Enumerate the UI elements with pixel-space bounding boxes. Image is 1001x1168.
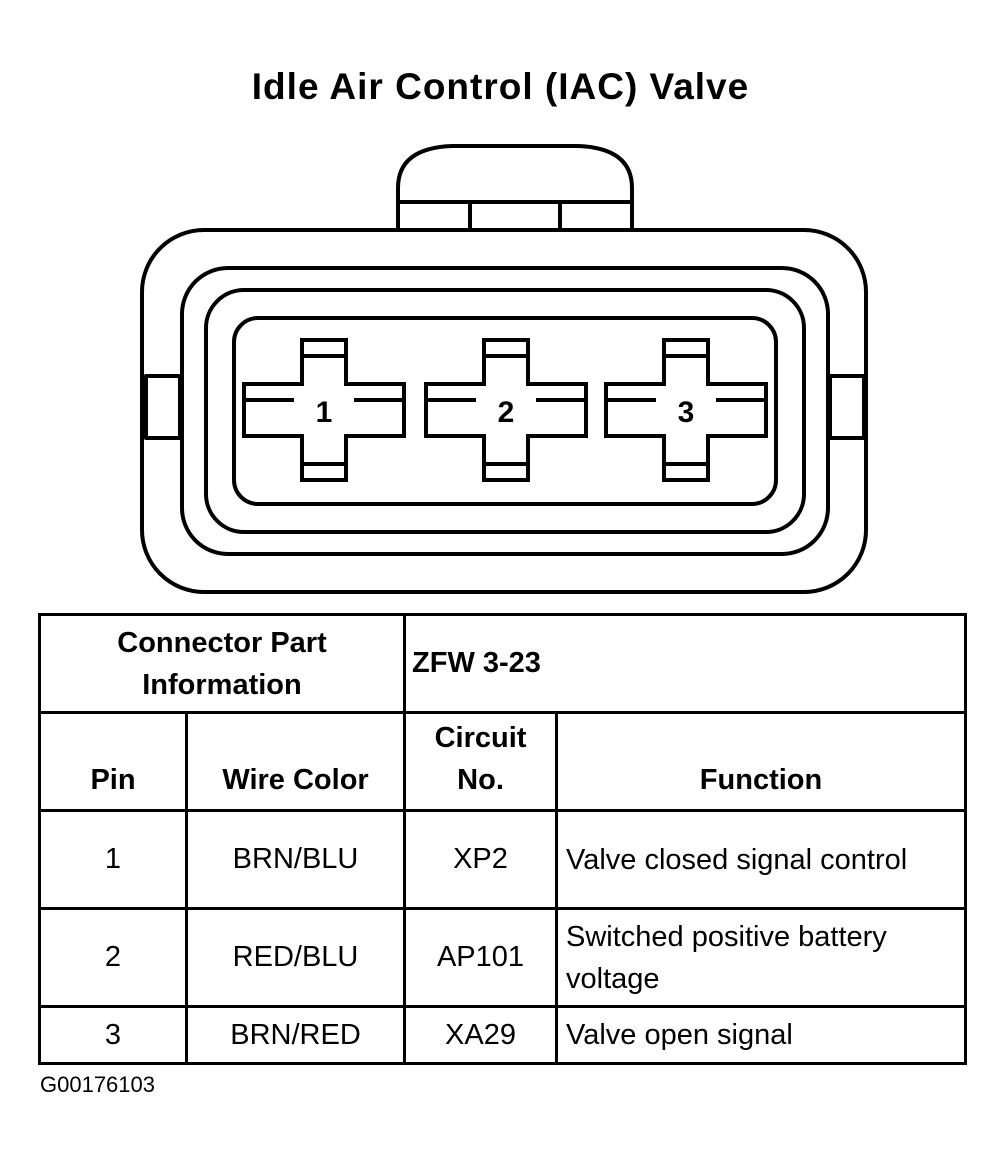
- row-function: Switched positive battery voltage: [555, 907, 968, 1008]
- row-wire-color: BRN/BLU: [184, 809, 407, 910]
- row-pin: 3: [38, 1005, 188, 1065]
- header-function: Function: [555, 711, 968, 812]
- header-circuit-no: Circuit No.: [403, 711, 559, 812]
- connector-latch: [396, 144, 634, 232]
- connector-pin-label: 3: [678, 396, 695, 429]
- connector-pin-label: 2: [498, 396, 515, 429]
- row-circuit: XA29: [403, 1005, 559, 1065]
- row-pin: 2: [38, 907, 188, 1008]
- table-row: 1 BRN/BLU XP2 Valve closed signal contro…: [38, 809, 968, 910]
- row-circuit: AP101: [403, 907, 559, 1008]
- connector-part-info-label: Connector Part Information: [37, 613, 407, 714]
- connector-side-tab-right: [828, 374, 866, 440]
- connector-side-tab-left: [144, 374, 182, 440]
- iac-connector-diagram: 1 2 3: [140, 144, 868, 594]
- connector-housing-ring-inner: [204, 288, 806, 534]
- row-function: Valve closed signal control: [555, 809, 968, 910]
- header-wire-color: Wire Color: [184, 711, 407, 812]
- diagram-title: Idle Air Control (IAC) Valve: [251, 66, 750, 107]
- row-wire-color: BRN/RED: [184, 1005, 407, 1065]
- connector-housing-ring: [180, 266, 830, 556]
- row-function: Valve open signal: [555, 1005, 968, 1065]
- connector-pin-2: 2: [424, 338, 588, 482]
- row-circuit: XP2: [403, 809, 559, 910]
- connector-pin-1: 1: [242, 338, 406, 482]
- connector-pin-cavity: [232, 316, 778, 506]
- connector-pin-3: 3: [604, 338, 768, 482]
- connector-part-info-value: ZFW 3-23: [403, 613, 968, 714]
- connector-pin-table: Connector Part Information ZFW 3-23 Pin …: [37, 613, 968, 1065]
- table-row: 3 BRN/RED XA29 Valve open signal: [38, 1005, 968, 1065]
- connector-pin-label: 1: [316, 396, 333, 429]
- figure-code: G00176103: [40, 1072, 155, 1097]
- table-row: 2 RED/BLU AP101 Switched positive batter…: [38, 907, 968, 1008]
- row-pin: 1: [38, 809, 188, 910]
- row-wire-color: RED/BLU: [184, 907, 407, 1008]
- header-pin: Pin: [38, 711, 188, 812]
